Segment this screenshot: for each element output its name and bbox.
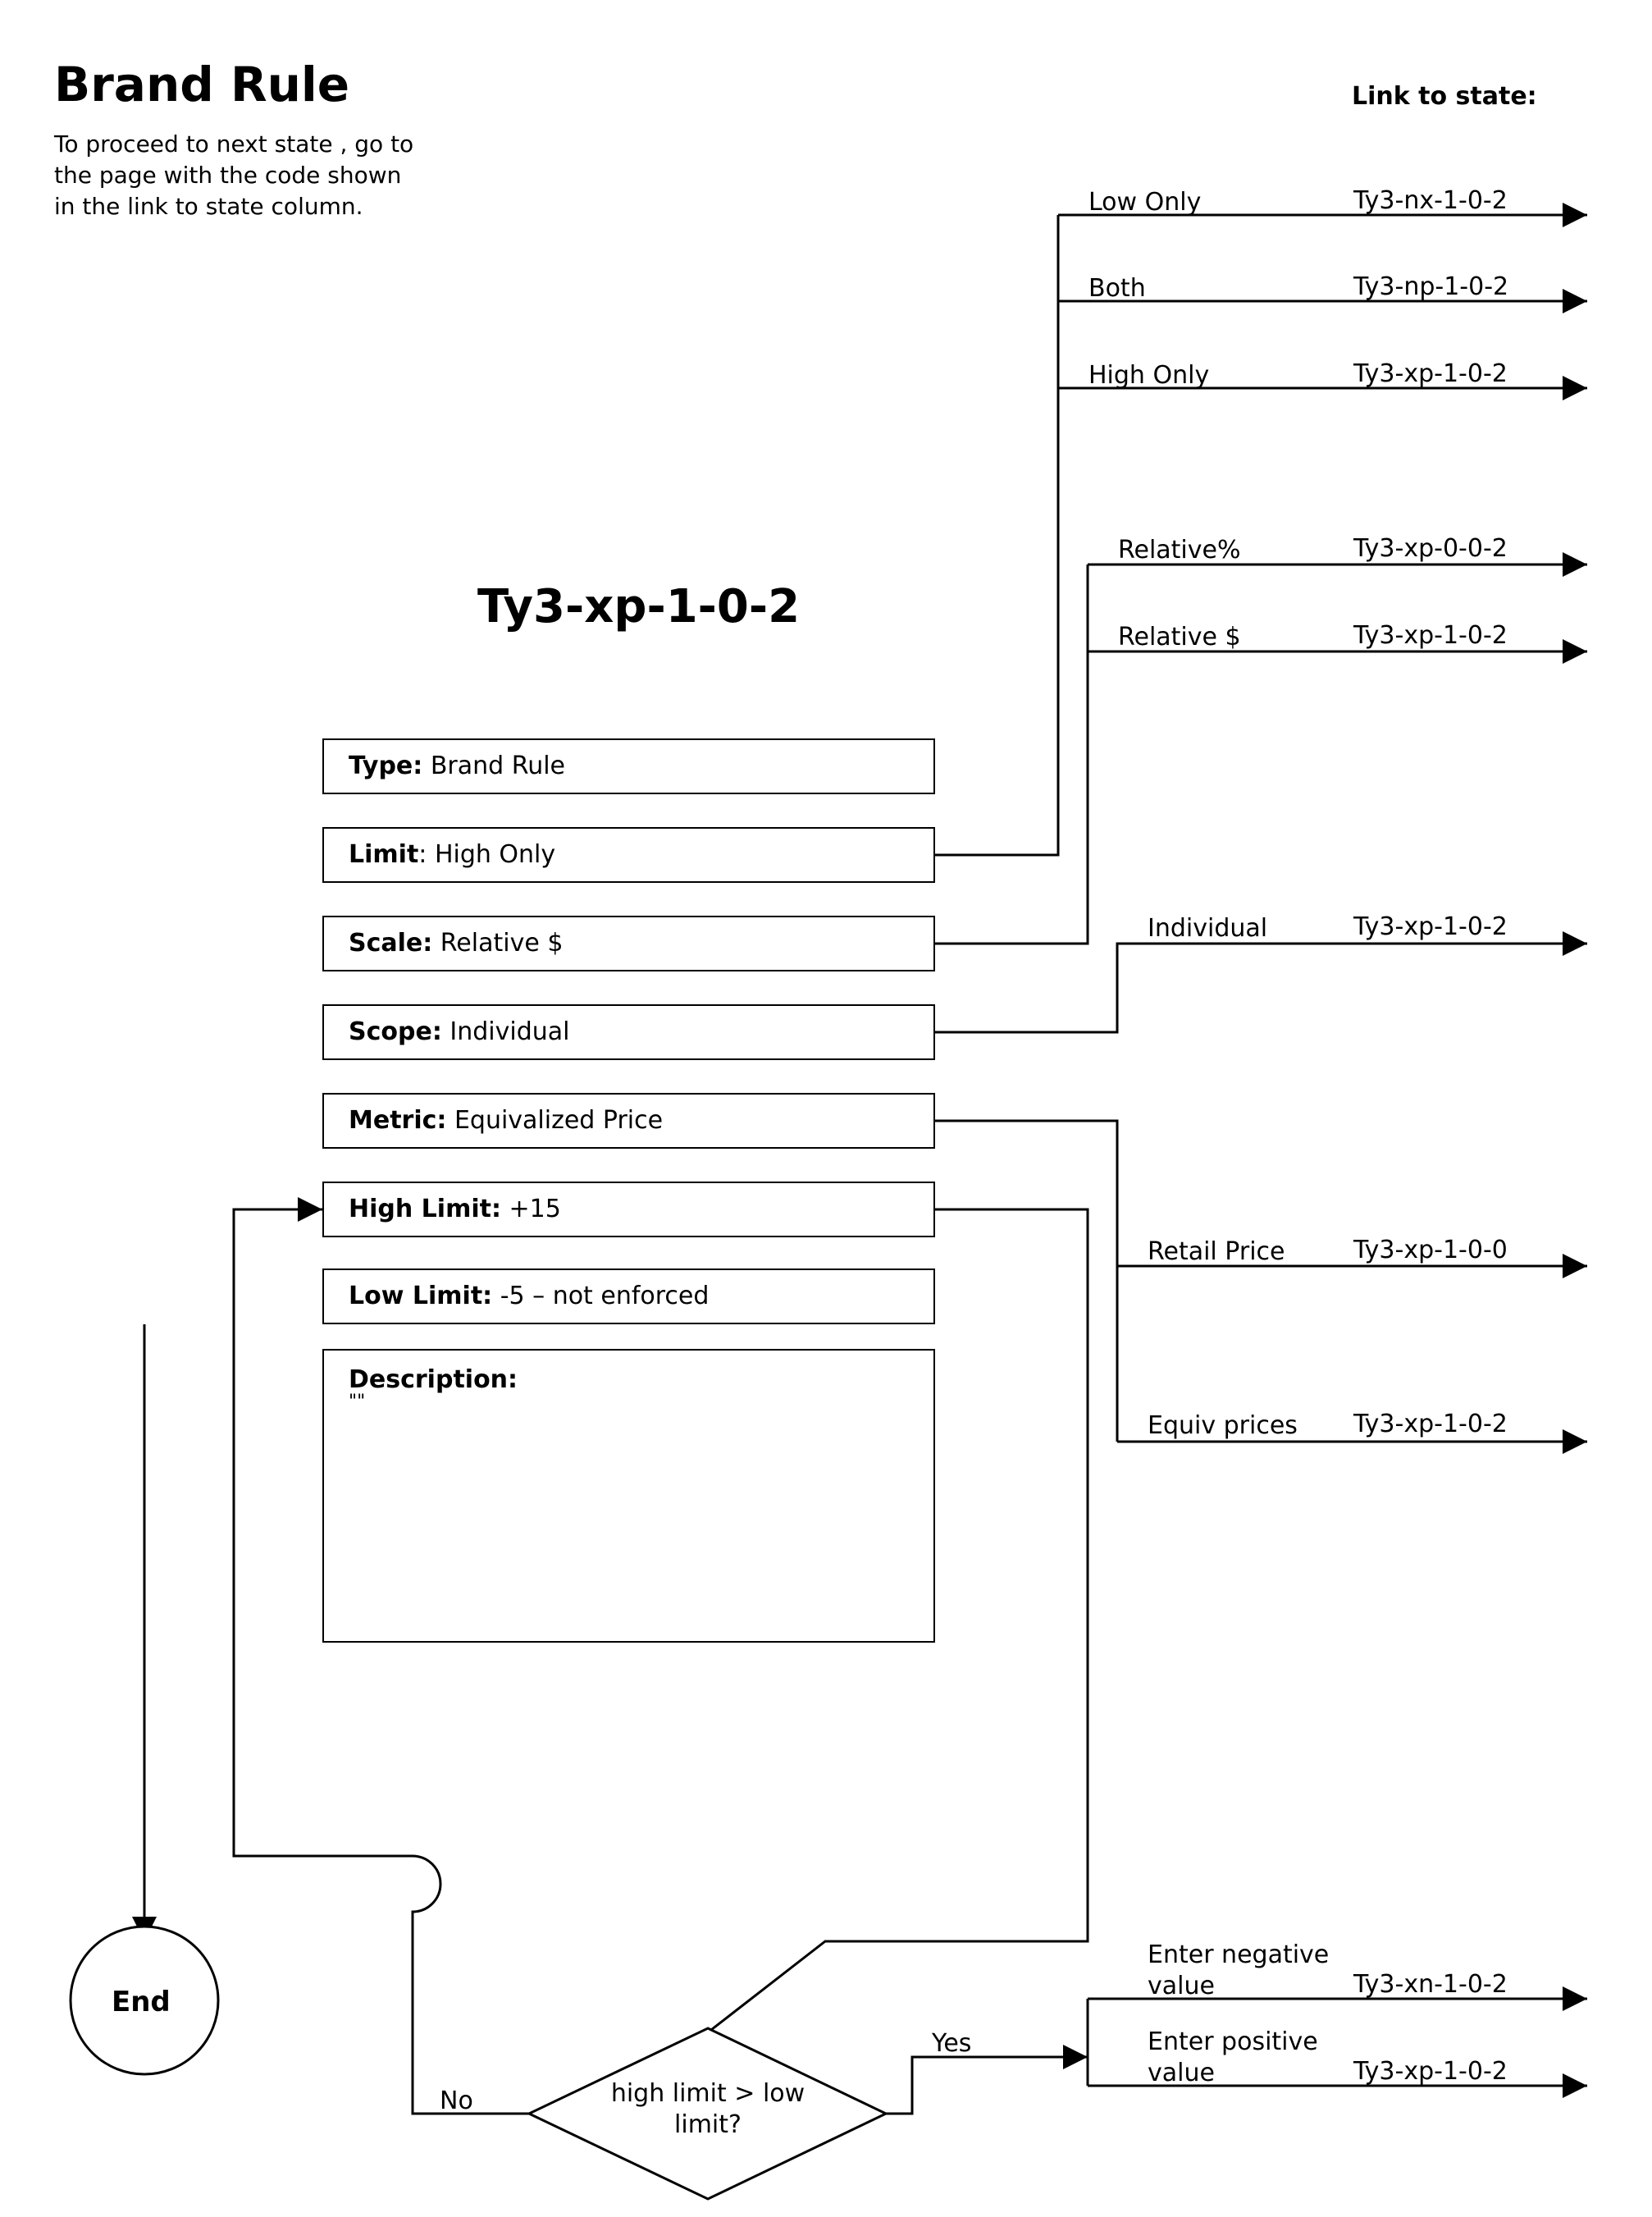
link-code-high-only[interactable]: Ty3-xp-1-0-2 — [1353, 362, 1508, 386]
option-low-only[interactable]: Low Only — [1088, 190, 1201, 215]
field-limit-value: : High Only — [418, 840, 555, 869]
option-enter-negative[interactable]: Enter negative value — [1148, 1940, 1344, 2002]
field-scale-value: Relative $ — [432, 929, 563, 958]
field-high-limit-label: High Limit: — [349, 1195, 501, 1223]
description-box: Description: "" — [322, 1349, 935, 1643]
scope-connector — [935, 944, 1587, 1032]
field-metric-label: Metric: — [349, 1106, 446, 1135]
option-individual[interactable]: Individual — [1148, 917, 1267, 941]
field-limit-label: Limit — [349, 840, 418, 869]
metric-connector — [935, 1121, 1117, 1442]
field-type-label: Type: — [349, 752, 422, 780]
link-code-individual[interactable]: Ty3-xp-1-0-2 — [1353, 915, 1508, 939]
option-retail-price[interactable]: Retail Price — [1148, 1240, 1285, 1264]
field-scope-value: Individual — [442, 1017, 570, 1046]
option-relative-pct[interactable]: Relative% — [1118, 538, 1241, 563]
option-relative-dollar[interactable]: Relative $ — [1118, 625, 1241, 650]
option-both[interactable]: Both — [1088, 277, 1146, 301]
decision-no-label: No — [440, 2089, 473, 2114]
state-code: Ty3-xp-1-0-2 — [477, 584, 800, 630]
option-high-only[interactable]: High Only — [1088, 363, 1209, 388]
field-scope: Scope: Individual — [322, 1004, 935, 1060]
field-low-limit-value: -5 – not enforced — [492, 1282, 709, 1310]
link-code-positive[interactable]: Ty3-xp-1-0-2 — [1353, 2059, 1508, 2084]
field-low-limit: Low Limit: -5 – not enforced — [322, 1268, 935, 1324]
link-code-relative-dollar[interactable]: Ty3-xp-1-0-2 — [1353, 624, 1508, 648]
option-enter-positive[interactable]: Enter positive value — [1148, 2027, 1344, 2089]
option-equiv-prices[interactable]: Equiv prices — [1148, 1414, 1298, 1438]
link-code-low-only[interactable]: Ty3-nx-1-0-2 — [1353, 189, 1508, 213]
yes-connector — [886, 2057, 1088, 2114]
decision-yes-label: Yes — [932, 2032, 971, 2056]
field-scale: Scale: Relative $ — [322, 916, 935, 971]
link-code-equiv-prices[interactable]: Ty3-xp-1-0-2 — [1353, 1412, 1508, 1437]
link-code-retail-price[interactable]: Ty3-xp-1-0-0 — [1353, 1238, 1508, 1263]
decision-question: high limit > low limit? — [605, 2078, 810, 2141]
limit-connector — [935, 215, 1058, 855]
description-value: "" — [349, 1394, 909, 1410]
link-to-state-header: Link to state: — [1352, 82, 1537, 111]
field-limit: Limit: High Only — [322, 827, 935, 883]
field-high-limit: High Limit: +15 — [322, 1182, 935, 1237]
no-connector — [234, 1209, 529, 2114]
field-scope-label: Scope: — [349, 1017, 442, 1046]
field-scale-label: Scale: — [349, 929, 432, 958]
description-label: Description: — [349, 1365, 909, 1394]
scale-connector — [935, 565, 1088, 944]
field-high-limit-value: +15 — [501, 1195, 561, 1223]
page-title: Brand Rule — [54, 61, 349, 108]
instructions-text: To proceed to next state , go to the pag… — [54, 129, 415, 222]
link-code-both[interactable]: Ty3-np-1-0-2 — [1353, 275, 1508, 299]
field-metric-value: Equivalized Price — [446, 1106, 663, 1135]
end-label: End — [112, 1986, 171, 2018]
field-metric: Metric: Equivalized Price — [322, 1093, 935, 1149]
link-code-negative[interactable]: Ty3-xn-1-0-2 — [1353, 1972, 1508, 1997]
link-code-relative-pct[interactable]: Ty3-xp-0-0-2 — [1353, 537, 1508, 561]
field-low-limit-label: Low Limit: — [349, 1282, 492, 1310]
field-type-value: Brand Rule — [422, 752, 565, 780]
field-type: Type: Brand Rule — [322, 738, 935, 794]
